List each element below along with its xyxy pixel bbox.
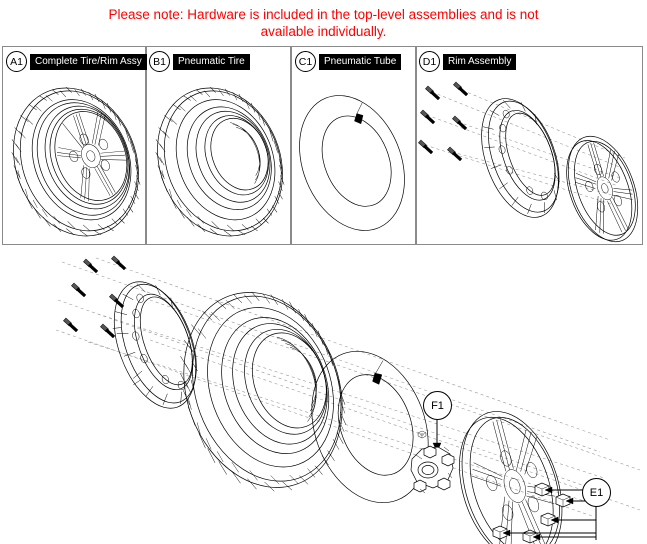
lug-nut <box>540 512 556 527</box>
e1-leader-bracket <box>502 486 597 541</box>
part-b1-pneumatic-tire <box>155 87 285 237</box>
part-c1-pneumatic-tube <box>299 95 405 231</box>
note-line-2: available individually. <box>260 24 387 39</box>
note-text: Please note: Hardware is included in the… <box>0 6 647 40</box>
inner-rim-half-main <box>459 411 563 544</box>
valve-stem <box>354 113 364 125</box>
legend-code-c1: C1 <box>295 51 316 72</box>
pneumatic-tire-main <box>180 291 347 492</box>
legend-badge-c1[interactable]: C1 Pneumatic Tube <box>295 51 402 72</box>
valve-stem-main <box>372 372 383 385</box>
legend-code-a1: A1 <box>6 51 27 72</box>
legend-badge-b1[interactable]: B1 Pneumatic Tire <box>149 51 250 72</box>
callout-f1[interactable]: F1 <box>423 391 452 420</box>
legend-label-c1: Pneumatic Tube <box>319 53 402 70</box>
legend-code-b1: B1 <box>149 51 170 72</box>
legend-label-b1: Pneumatic Tire <box>173 53 250 70</box>
outer-rim-half-main <box>112 281 198 409</box>
legend-badge-d1[interactable]: D1 Rim Assembly <box>419 51 517 72</box>
note-line-1: Please note: Hardware is included in the… <box>108 7 539 22</box>
callout-e1[interactable]: E1 <box>582 478 611 507</box>
legend-code-d1: D1 <box>419 51 440 72</box>
legend-divider-2 <box>290 46 292 245</box>
outer-rim-half-d1 <box>481 98 560 218</box>
legend-divider-1 <box>145 46 147 245</box>
callout-f1-code: F1 <box>431 399 444 412</box>
legend-label-d1: Rim Assembly <box>443 53 517 70</box>
main-exploded-view <box>55 255 641 544</box>
part-d1-rim-assembly <box>416 81 639 243</box>
lug-nut <box>534 482 550 497</box>
lug-nut <box>555 493 571 508</box>
inner-rim-half-d1 <box>566 135 639 243</box>
legend-divider-3 <box>415 46 417 245</box>
legend-label-a1: Complete Tire/Rim Assy <box>30 53 147 70</box>
bolt-group-d1 <box>416 81 471 162</box>
bolt-group-main <box>61 255 129 339</box>
pneumatic-tube-main <box>311 350 429 504</box>
legend-badge-a1[interactable]: A1 Complete Tire/Rim Assy <box>6 51 147 72</box>
part-a1-complete-tire-rim <box>11 87 141 237</box>
lug-nut <box>492 525 508 540</box>
hub-bearing-plate <box>410 430 455 494</box>
callout-e1-code: E1 <box>589 486 604 499</box>
